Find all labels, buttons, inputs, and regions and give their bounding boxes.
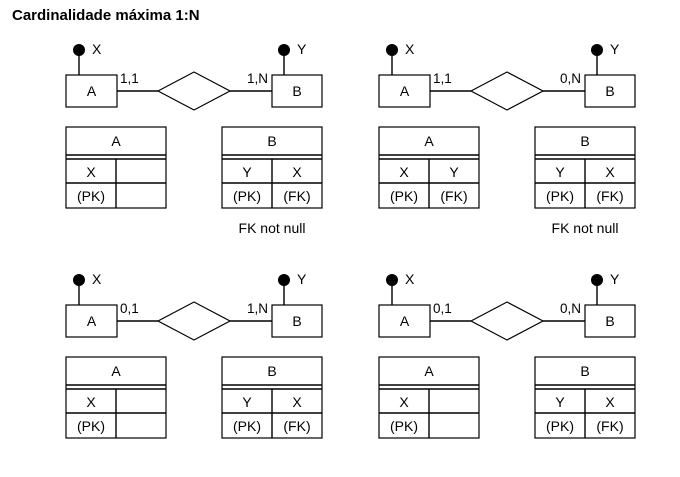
table-key-label: (PK): [77, 188, 105, 204]
relationship-diamond: [469, 71, 545, 111]
entity-box-a: [378, 74, 431, 108]
entity-name-a: A: [87, 313, 97, 329]
table-column-name: X: [292, 394, 302, 410]
table-name: B: [267, 363, 276, 379]
table-key-label: (PK): [390, 188, 418, 204]
table-b: BY (PK) X (FK): [221, 126, 323, 209]
relationship-diamond: [156, 71, 232, 111]
cardinality-a: 1,1: [120, 71, 139, 86]
attribute-label-b: Y: [297, 271, 307, 287]
table-a: AX (PK): [65, 126, 167, 209]
attribute-label-a: X: [405, 41, 415, 57]
table-name: B: [580, 363, 589, 379]
table-name: A: [111, 363, 121, 379]
table-key-label: (FK): [283, 418, 310, 434]
attribute-label-a: X: [92, 41, 102, 57]
relationship-diamond: [156, 301, 232, 341]
cardinality-b: 0,N: [560, 71, 581, 86]
page-title: Cardinalidade máxima 1:N: [12, 7, 200, 24]
table-name: A: [424, 133, 434, 149]
cardinality-b: 1,N: [247, 71, 268, 86]
constraint-note: FK not null: [239, 220, 306, 236]
table-key-label: (PK): [77, 418, 105, 434]
entity-name-a: A: [400, 313, 410, 329]
table-key-label: (PK): [546, 188, 574, 204]
table-column-name: X: [399, 164, 409, 180]
constraint-note: FK not null: [552, 220, 619, 236]
table-column-name: X: [86, 394, 96, 410]
entity-name-b: B: [605, 83, 614, 99]
table-name: B: [580, 133, 589, 149]
table-a: AX (PK): [65, 356, 167, 439]
table-name: A: [111, 133, 121, 149]
table-key-label: (FK): [283, 188, 310, 204]
table-column-name: Y: [449, 164, 459, 180]
entity-name-b: B: [292, 313, 301, 329]
attribute-dot-a: [73, 44, 85, 56]
attribute-dot-b: [591, 44, 603, 56]
cardinality-a: 0,1: [433, 301, 452, 316]
cardinality-a: 1,1: [433, 71, 452, 86]
entity-box-b: [271, 74, 323, 108]
attribute-dot-a: [73, 274, 85, 286]
table-key-label: (PK): [390, 418, 418, 434]
table-column-name: X: [605, 164, 615, 180]
table-column-name: Y: [242, 394, 252, 410]
table-key-label: (FK): [596, 418, 623, 434]
table-key-label: (FK): [596, 188, 623, 204]
table-a: AX (PK): [378, 356, 480, 439]
entity-name-b: B: [292, 83, 301, 99]
attribute-label-a: X: [92, 271, 102, 287]
attribute-label-a: X: [405, 271, 415, 287]
table-column-name: X: [86, 164, 96, 180]
attribute-label-b: Y: [610, 271, 620, 287]
relationship-diamond: [469, 301, 545, 341]
table-column-name: Y: [555, 394, 565, 410]
cardinality-b: 1,N: [247, 301, 268, 316]
entity-name-b: B: [605, 313, 614, 329]
cardinality-a: 0,1: [120, 301, 139, 316]
table-b: BY (PK) X (FK): [221, 356, 323, 439]
table-column-name: X: [399, 394, 409, 410]
table-column-name: Y: [555, 164, 565, 180]
table-key-label: (PK): [546, 418, 574, 434]
entity-box-b: [584, 304, 636, 338]
entity-name-a: A: [400, 83, 410, 99]
attribute-dot-b: [591, 274, 603, 286]
attribute-dot-a: [386, 274, 398, 286]
table-key-label: (PK): [233, 188, 261, 204]
cardinality-b: 0,N: [560, 301, 581, 316]
attribute-dot-b: [278, 44, 290, 56]
table-key-label: (FK): [440, 188, 467, 204]
attribute-label-b: Y: [297, 41, 307, 57]
entity-name-a: A: [87, 83, 97, 99]
table-b: BY (PK) X (FK): [534, 126, 636, 209]
attribute-dot-b: [278, 274, 290, 286]
attribute-label-b: Y: [610, 41, 620, 57]
table-column-name: X: [292, 164, 302, 180]
attribute-dot-a: [386, 44, 398, 56]
table-column-name: Y: [242, 164, 252, 180]
table-key-label: (PK): [233, 418, 261, 434]
table-b: BY (PK) X (FK): [534, 356, 636, 439]
table-name: B: [267, 133, 276, 149]
entity-box-a: [378, 304, 431, 338]
table-a: AX (PK) Y (FK): [378, 126, 480, 209]
table-column-name: X: [605, 394, 615, 410]
table-name: A: [424, 363, 434, 379]
